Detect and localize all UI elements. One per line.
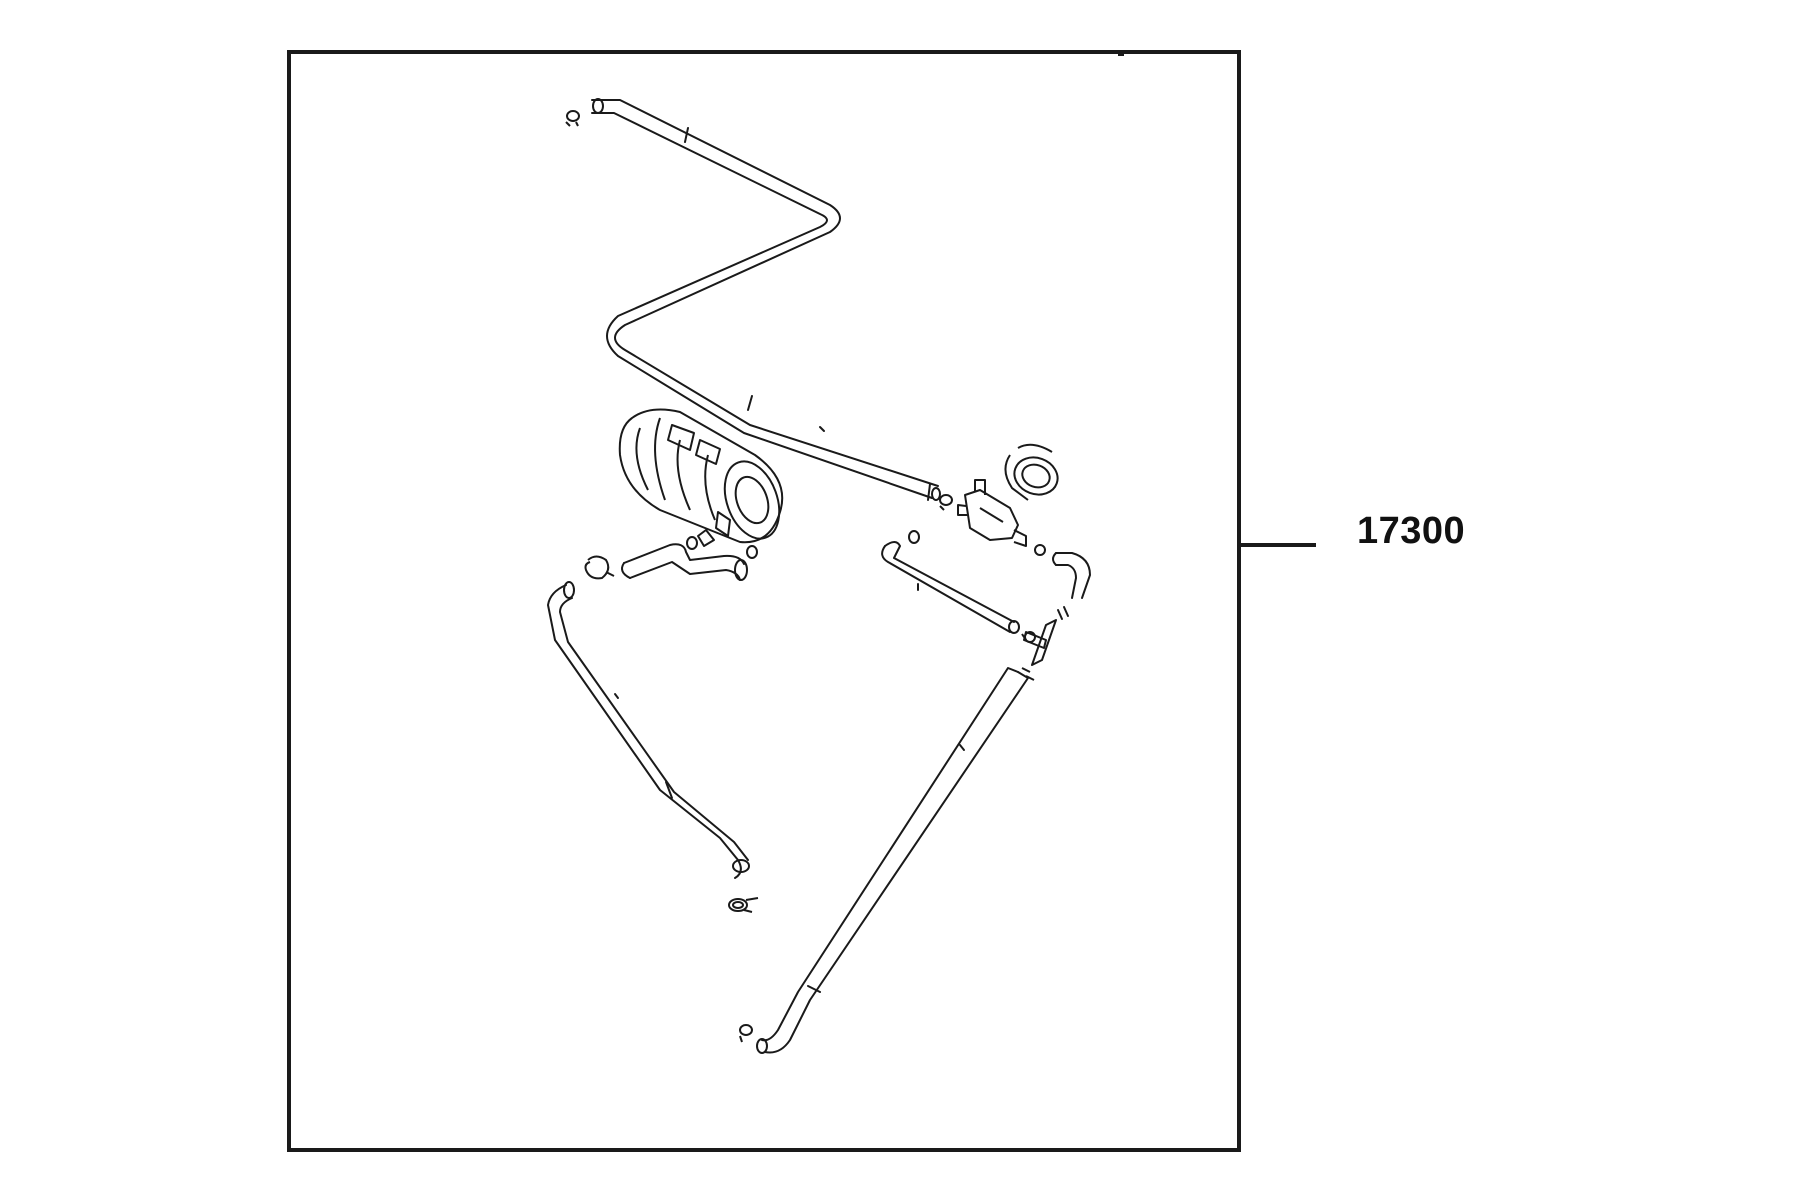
middle-hose	[881, 541, 1020, 634]
canister-short-hose	[621, 543, 748, 581]
upper-vent-hose	[591, 98, 941, 501]
tee-connector	[1023, 619, 1057, 666]
canister-clips	[686, 530, 920, 559]
diagram-frame	[287, 50, 1241, 1152]
right-short-hose	[1052, 552, 1091, 620]
charcoal-canister	[618, 408, 784, 547]
purge-valve	[957, 479, 1027, 547]
spring-clip-bottom-left	[728, 897, 759, 913]
part-number-label: 17300	[1357, 510, 1466, 552]
hose-coupling	[1004, 443, 1059, 501]
hose-clip-upper-right	[939, 494, 953, 511]
hose-clip-top-left	[565, 110, 580, 127]
clip-right	[1034, 544, 1046, 556]
lower-right-hose	[756, 667, 1029, 1054]
spring-clip-left	[584, 555, 615, 580]
left-drain-hose	[547, 581, 750, 879]
clip-bottom	[739, 1024, 753, 1043]
